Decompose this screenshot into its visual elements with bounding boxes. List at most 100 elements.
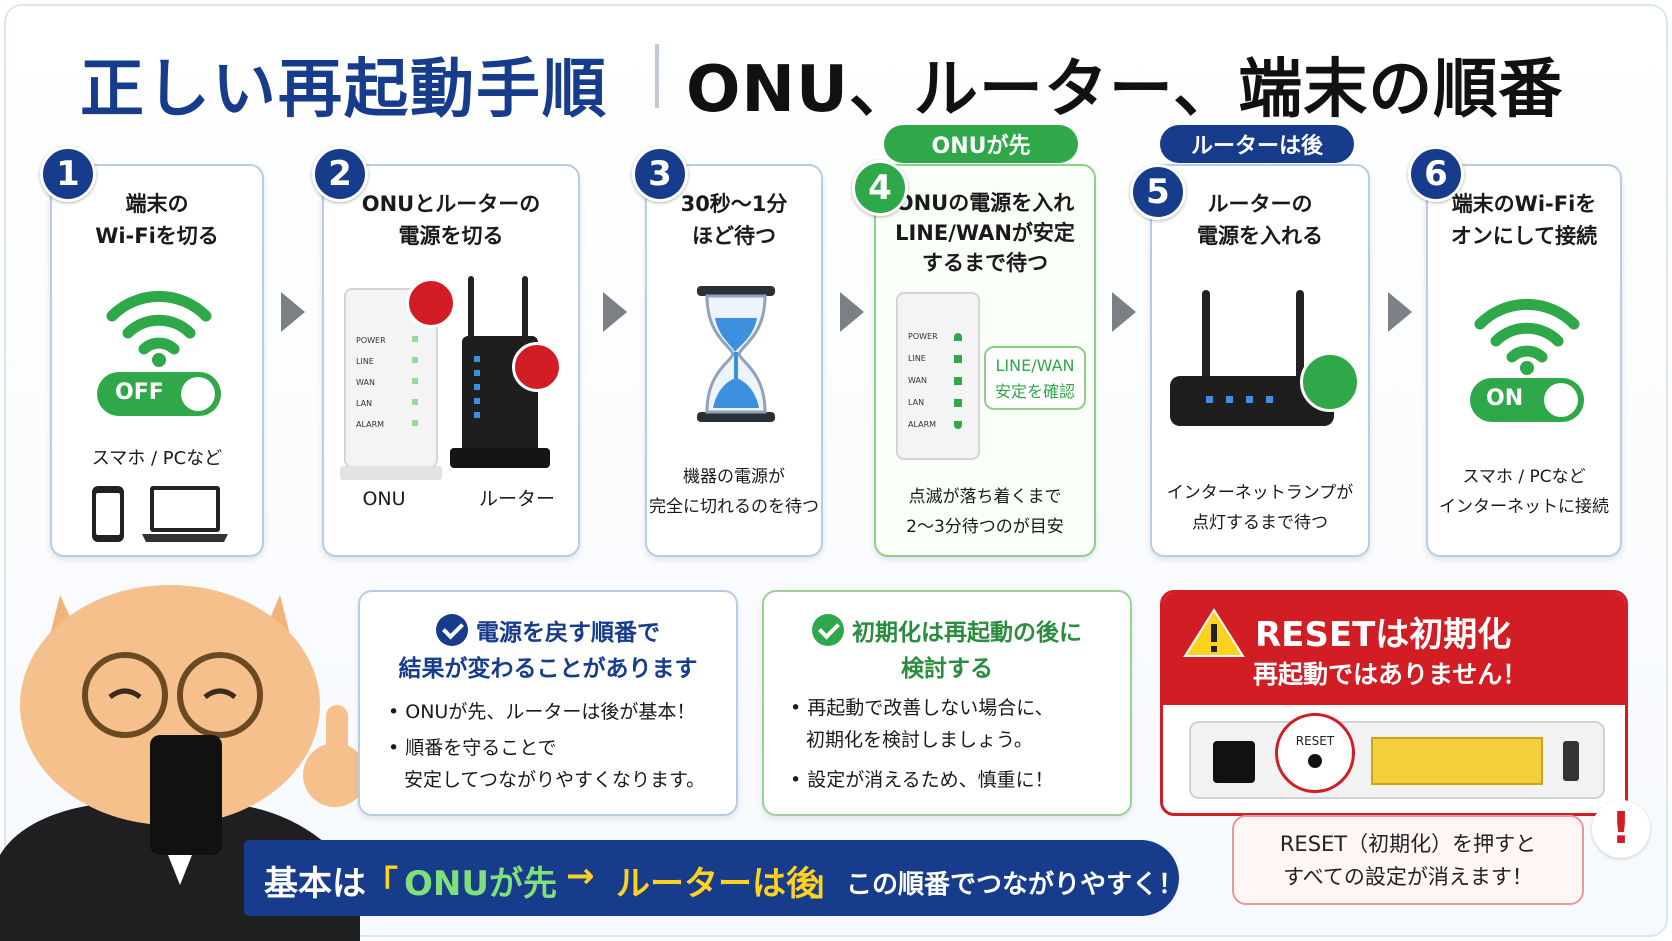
step-3-caption-line2: 完全に切れるのを待つ bbox=[649, 497, 819, 517]
warning-header bbox=[1163, 593, 1625, 705]
reset-warning-box: RESETは初期化 再起動ではありません！ RESET bbox=[1160, 590, 1628, 816]
power-jack bbox=[1213, 741, 1255, 783]
onu-led-alarm: ALARM bbox=[908, 420, 937, 429]
onu-led-power: POWER bbox=[356, 336, 386, 345]
onu-led-line: LINE bbox=[908, 354, 926, 363]
info-order-bullet-2: • 順番を守ることで bbox=[388, 737, 557, 759]
warning-icon bbox=[1183, 608, 1245, 657]
step-4-title-line1: ONUの電源を入れ bbox=[895, 191, 1075, 215]
info-reset-bullet-1: • 再起動で改善しない場合に、 bbox=[790, 697, 1054, 719]
step-arrow-2 bbox=[603, 292, 627, 332]
switch bbox=[1563, 741, 1579, 781]
step-1-title-line1: 端末の bbox=[125, 192, 189, 216]
onu-led-wan: WAN bbox=[356, 378, 375, 387]
banner-open-quote: 「 bbox=[364, 864, 398, 904]
title-separator bbox=[655, 44, 659, 108]
step-4-title-line2: LINE/WANが安定 bbox=[895, 221, 1075, 245]
toggle-label-on: ON bbox=[1486, 386, 1524, 411]
info-order-heading-line1: 電源を戻す順番で bbox=[476, 620, 660, 646]
step-number-2: 2 bbox=[312, 146, 368, 202]
line-wan-callout: LINE/WAN 安定を確認 bbox=[984, 346, 1086, 410]
step-number-3: 3 bbox=[632, 146, 688, 202]
step-card-4: ONUの電源を入れ LINE/WANが安定 するまで待つ POWER LINE … bbox=[874, 164, 1096, 557]
step-5-caption-line2: 点灯するまで待つ bbox=[1192, 513, 1328, 533]
step-4-caption-line2: 2〜3分待つのが目安 bbox=[906, 517, 1064, 537]
step-6-caption-line1: スマホ / PCなど bbox=[1462, 467, 1586, 487]
banner-router-after: ルーターは後 bbox=[616, 864, 820, 904]
page-title: 正しい再起動手順 ONU、ルーター、端末の順番 bbox=[0, 32, 1672, 127]
step-card-2: ONUとルーターの 電源を切る POWER LINE WAN LAN ALARM… bbox=[322, 164, 580, 557]
reset-note-box: RESET（初期化）を押すと すべての設定が消えます！ bbox=[1232, 815, 1584, 905]
step-card-1: 端末の Wi-Fiを切る OFF スマホ / PCなど bbox=[50, 164, 264, 557]
warning-title: RESETは初期化 bbox=[1255, 615, 1512, 655]
step-number-1: 1 bbox=[40, 146, 96, 202]
check-icon bbox=[436, 614, 468, 646]
callout-line2: 安定を確認 bbox=[994, 382, 1075, 401]
step-5-title-line2: 電源を入れる bbox=[1197, 224, 1323, 248]
power-icon bbox=[512, 342, 562, 392]
banner-close-quote: 」 bbox=[810, 864, 844, 904]
banner-prefix: 基本は bbox=[264, 864, 366, 904]
onu-led-power: POWER bbox=[908, 332, 938, 341]
step-4-caption-line1: 点滅が落ち着くまで bbox=[908, 487, 1062, 507]
step-arrow-3 bbox=[840, 292, 864, 332]
onu-label: ONU bbox=[362, 488, 406, 510]
wifi-on-toggle[interactable]: ON bbox=[1470, 378, 1584, 422]
step-6-title-line2: オンにして接続 bbox=[1450, 224, 1598, 248]
title-sub: ONU、ルーター、端末の順番 bbox=[686, 53, 1564, 127]
step-1-title-line2: Wi-Fiを切る bbox=[95, 224, 219, 248]
step-1-caption: スマホ / PCなど bbox=[91, 448, 223, 469]
step-arrow-5 bbox=[1388, 292, 1412, 332]
wifi-off-toggle[interactable]: OFF bbox=[97, 372, 221, 416]
step-arrow-4 bbox=[1112, 292, 1136, 332]
toggle-label-off: OFF bbox=[115, 380, 164, 405]
title-main: 正しい再起動手順 bbox=[80, 53, 608, 127]
wifi-icon bbox=[106, 290, 212, 367]
banner-onu-first: ONUが先 bbox=[404, 864, 557, 904]
router-label: ルーター bbox=[478, 488, 555, 510]
step-number-4: 4 bbox=[852, 160, 908, 216]
onu-led-lan: LAN bbox=[356, 399, 373, 408]
step-5-title-line1: ルーターの bbox=[1207, 192, 1313, 216]
info-reset-bullet-2: • 設定が消えるため、慎重に！ bbox=[790, 769, 1054, 791]
bottom-banner: 基本は 「 ONUが先 → ルーターは後 」 この順番でつながりやすく！ bbox=[244, 840, 1184, 916]
step-2-title-line1: ONUとルーターの bbox=[361, 192, 541, 216]
step-3-title-line2: ほど待つ bbox=[692, 224, 776, 248]
info-reset-bullet-1-cont: 初期化を検討しましょう。 bbox=[806, 729, 1033, 751]
step-number-5: 5 bbox=[1130, 164, 1186, 220]
step-number-6: 6 bbox=[1408, 146, 1464, 202]
onu-led-wan: WAN bbox=[908, 376, 927, 385]
banner-suffix: この順番でつながりやすく！ bbox=[846, 870, 1185, 900]
lan-ports bbox=[1371, 737, 1543, 785]
step-card-5: ルーターの 電源を入れる インターネットランプが 点灯するまで待つ bbox=[1150, 164, 1370, 557]
step-arrow-1 bbox=[281, 292, 305, 332]
callout-line1: LINE/WAN bbox=[995, 356, 1075, 375]
check-icon bbox=[812, 614, 844, 646]
onu-led-alarm: ALARM bbox=[356, 420, 385, 429]
router-back-panel: RESET bbox=[1189, 713, 1605, 799]
info-order-heading-line2: 結果が変わることがあります bbox=[398, 656, 698, 682]
info-order-box: 電源を戻す順番で 結果が変わることがあります • ONUが先、ルーターは後が基本… bbox=[358, 590, 738, 816]
toggle-knob bbox=[1544, 383, 1578, 417]
step-3-title-line1: 30秒〜1分 bbox=[680, 192, 788, 216]
step-3-caption-line1: 機器の電源が bbox=[683, 467, 785, 487]
wifi-icon bbox=[1474, 298, 1580, 375]
info-order-bullet-2-cont: 安定してつながりやすくなります。 bbox=[404, 769, 706, 791]
step-card-6: 端末のWi-Fiを オンにして接続 ON スマホ / PCなど インターネットに… bbox=[1426, 164, 1622, 557]
reset-button[interactable]: RESET bbox=[1275, 713, 1355, 793]
info-reset-box: 初期化は再起動の後に 検討する • 再起動で改善しない場合に、 初期化を検討しま… bbox=[762, 590, 1132, 816]
reset-note-line2: すべての設定が消えます！ bbox=[1283, 865, 1533, 889]
power-icon bbox=[1300, 352, 1360, 412]
step-card-3: 30秒〜1分 ほど待つ 機器の電源が 完全に切れるのを待つ bbox=[645, 164, 823, 557]
hourglass-icon bbox=[697, 286, 775, 422]
onu-led-lan: LAN bbox=[908, 398, 925, 407]
tag-router-after: ルーターは後 bbox=[1160, 125, 1354, 163]
step-6-caption-line2: インターネットに接続 bbox=[1439, 497, 1609, 517]
info-order-bullet-1: • ONUが先、ルーターは後が基本！ bbox=[388, 701, 696, 723]
onu-led-line: LINE bbox=[356, 357, 374, 366]
power-icon bbox=[406, 278, 456, 328]
banner-arrow: → bbox=[566, 856, 595, 896]
step-5-caption-line1: インターネットランプが bbox=[1166, 483, 1354, 503]
toggle-knob bbox=[181, 377, 215, 411]
reset-note-line1: RESET（初期化）を押すと bbox=[1279, 832, 1537, 856]
